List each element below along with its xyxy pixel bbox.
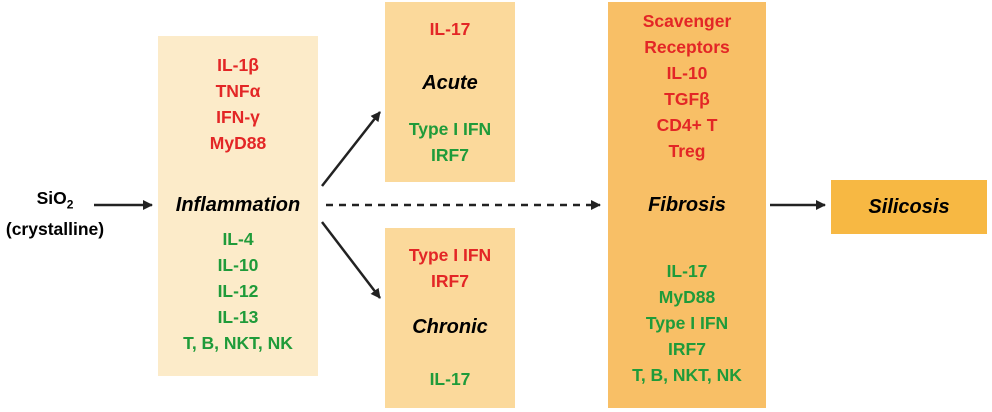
inflammation-lower-item: IL-13 xyxy=(217,307,259,327)
acute-title: Acute xyxy=(422,72,478,94)
fibrosis-upper-item: Treg xyxy=(668,141,706,161)
silicosis-title: Silicosis xyxy=(868,196,950,218)
chronic-box: Type I IFN IRF7 Chronic IL-17 xyxy=(385,228,515,408)
fibrosis-title: Fibrosis xyxy=(648,194,726,216)
chronic-upper-item: IRF7 xyxy=(431,271,469,291)
inflammation-box: IL-1β TNFα IFN-γ MyD88 Inflammation IL-4… xyxy=(158,36,318,376)
inflammation-upper-item: MyD88 xyxy=(209,133,267,153)
fibrosis-upper-item: Receptors xyxy=(644,37,730,57)
arrow-inflammation-to-chronic xyxy=(321,221,381,299)
fibrosis-lower-item: MyD88 xyxy=(658,287,716,307)
chronic-upper-item: Type I IFN xyxy=(408,245,492,265)
inflammation-lower-item: IL-10 xyxy=(217,255,259,275)
fibrosis-upper-item: TGFβ xyxy=(664,89,710,109)
fibrosis-upper-item: IL-10 xyxy=(666,63,708,83)
acute-lower-item: Type I IFN xyxy=(408,119,492,139)
inflammation-lower-item: T, B, NKT, NK xyxy=(183,333,293,353)
fibrosis-lower-item: T, B, NKT, NK xyxy=(632,365,742,385)
inflammation-upper-item: IFN-γ xyxy=(216,107,260,127)
input-crystalline: (crystalline) xyxy=(5,218,105,239)
fibrosis-lower-item: Type I IFN xyxy=(645,313,729,333)
chronic-title: Chronic xyxy=(412,316,488,338)
fibrosis-lower-item: IL-17 xyxy=(666,261,708,281)
inflammation-lower-item: IL-12 xyxy=(217,281,259,301)
inflammation-lower-item: IL-4 xyxy=(222,229,254,249)
inflammation-upper-item: TNFα xyxy=(215,81,261,101)
acute-lower-item: IRF7 xyxy=(431,145,469,165)
chronic-lower-item: IL-17 xyxy=(429,369,471,389)
inflammation-upper-item: IL-1β xyxy=(217,55,259,75)
silicosis-box: Silicosis xyxy=(831,180,987,234)
input-sio2: SiO2 xyxy=(36,188,74,212)
fibrosis-box: Scavenger Receptors IL-10 TGFβ CD4+ T Tr… xyxy=(608,2,766,408)
fibrosis-upper-item: CD4+ T xyxy=(656,115,718,135)
input-label: SiO2 (crystalline) xyxy=(0,186,110,241)
acute-upper-item: IL-17 xyxy=(429,19,471,39)
fibrosis-upper-item: Scavenger xyxy=(642,11,732,31)
fibrosis-lower-item: IRF7 xyxy=(668,339,706,359)
arrow-inflammation-to-acute xyxy=(321,111,381,187)
acute-box: IL-17 Acute Type I IFN IRF7 xyxy=(385,2,515,182)
inflammation-title: Inflammation xyxy=(175,194,301,216)
